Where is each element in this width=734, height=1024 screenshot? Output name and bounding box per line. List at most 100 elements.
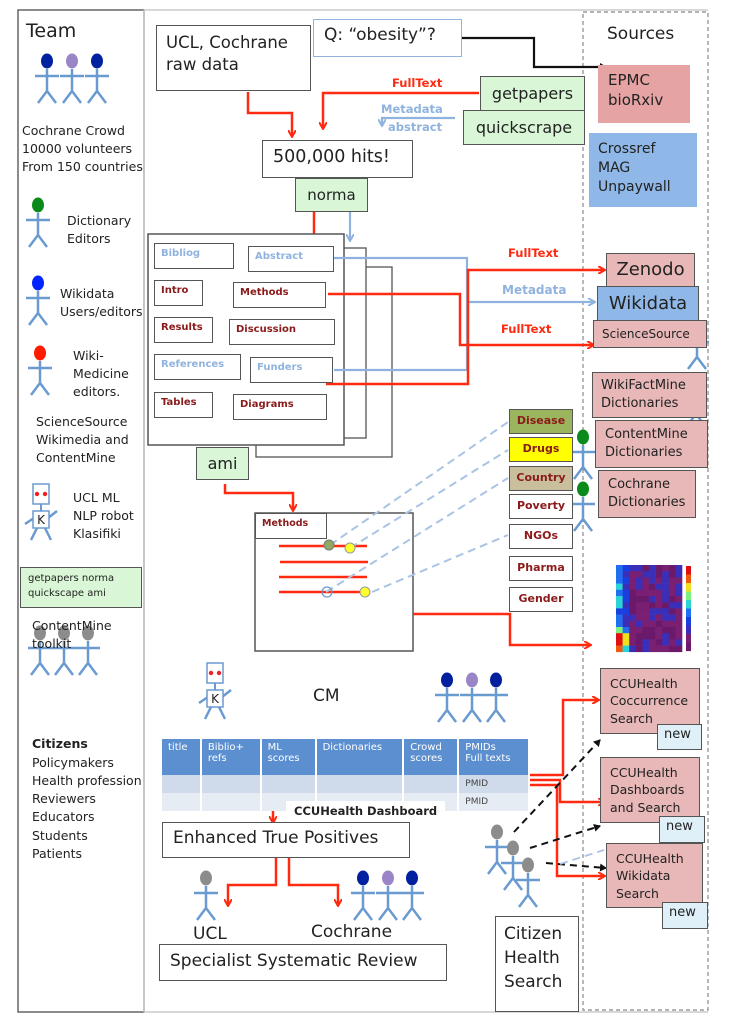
ngos-link	[371, 534, 509, 593]
section-tables[interactable]: Tables	[154, 392, 213, 418]
heatmap-cell	[655, 633, 663, 640]
team-title: Team	[26, 20, 77, 42]
fulltext-label: FullText	[392, 76, 443, 90]
heatmap-cell	[662, 620, 670, 628]
getpapers-tool[interactable]: getpapers	[480, 76, 585, 111]
heatmap-cell	[635, 620, 643, 628]
cochrane-dictionaries[interactable]: Cochrane Dictionaries	[598, 470, 696, 518]
section-methods[interactable]: Methods	[233, 282, 326, 308]
dictionary-ngos[interactable]: NGOs	[509, 524, 573, 549]
heatmap-cell	[675, 571, 683, 578]
zenodo-source[interactable]: Zenodo	[606, 253, 695, 287]
query-box[interactable]: Q: “obesity”?	[313, 19, 462, 57]
heatmap-cell	[649, 589, 656, 597]
heatmap-cell	[668, 565, 676, 572]
sources-title: Sources	[607, 24, 675, 44]
heatmap-cell	[616, 577, 623, 584]
section-abstract[interactable]: Abstract	[248, 246, 334, 272]
rawdata-to-hits-arrow	[246, 92, 292, 136]
heatmap-cell	[635, 589, 643, 597]
cochrane-reviewer-icon	[351, 870, 375, 921]
ami-tool[interactable]: ami	[196, 447, 249, 480]
hits-box: 500,000 hits!	[262, 140, 413, 178]
section-intro[interactable]: Intro	[154, 280, 203, 306]
heatmap-cell	[616, 645, 623, 653]
citizen-person-icon	[501, 840, 525, 891]
cm-crowd-person-icon	[435, 672, 459, 723]
heatmap-colorbar-segment	[686, 566, 691, 575]
dictionary-drugs[interactable]: Drugs	[509, 437, 573, 462]
citizen-health-search-box[interactable]: Citizen Health Search	[495, 916, 579, 1012]
country-link	[325, 477, 509, 593]
heatmap-cell	[616, 589, 623, 597]
toolkit-person-icon	[76, 625, 100, 676]
heatmap-cell	[622, 589, 630, 597]
heatmap-colorbar-segment	[686, 600, 691, 609]
heatmap-cell	[622, 577, 630, 584]
heatmap-cell	[642, 589, 650, 597]
heatmap-cell	[649, 583, 656, 591]
heatmap-cell	[635, 645, 643, 653]
metadata-arrow	[382, 116, 455, 125]
section-bibliog[interactable]: Bibliog	[154, 243, 234, 269]
heatmap-cell	[662, 627, 670, 634]
heatmap-colorbar-segment	[686, 617, 691, 626]
citizens-list: Policymakers Health profession Reviewers…	[32, 755, 142, 861]
heatmap-cell	[668, 589, 676, 597]
ccuhealth-dashboards-search[interactable]: CCUHealth Dashboards and Search	[600, 757, 700, 823]
heatmap-cell	[642, 627, 650, 634]
dictionary-poverty[interactable]: Poverty	[509, 494, 573, 519]
citizens-heading: Citizens	[32, 736, 88, 751]
section-results[interactable]: Results	[154, 317, 213, 343]
heatmap-cell	[616, 639, 623, 646]
heatmap-cell	[616, 633, 623, 640]
heatmap-cell	[662, 596, 670, 603]
cm-title: CM	[313, 686, 340, 706]
heatmap-cell	[616, 620, 623, 628]
section-references[interactable]: References	[154, 354, 241, 380]
heatmap-cell	[668, 602, 676, 609]
dictionary-gender[interactable]: Gender	[509, 587, 573, 612]
heatmap-cell	[622, 565, 630, 572]
citizen-to-cooccurrence-arrow	[513, 739, 601, 833]
heatmap-cell	[668, 614, 676, 622]
heatmap-colorbar-segment	[686, 574, 691, 584]
heatmap-cell	[675, 620, 683, 628]
heatmap-cell	[668, 596, 676, 603]
crossref-source[interactable]: Crossref MAG Unpaywall	[589, 133, 697, 207]
section-diagrams[interactable]: Diagrams	[233, 394, 327, 420]
contentmine-dictionaries[interactable]: ContentMine Dictionaries	[595, 420, 708, 468]
section-discussion[interactable]: Discussion	[229, 319, 335, 345]
heatmap-cell	[642, 620, 650, 628]
heatmap-cell	[675, 602, 683, 609]
heatmap-cell	[635, 577, 643, 584]
norma-tool[interactable]: norma	[295, 178, 368, 212]
robot-text: UCL ML NLP robot Klasifiki	[73, 490, 134, 541]
heatmap-cell	[622, 602, 630, 609]
crowd-person-icon	[85, 53, 109, 104]
heatmap-cell	[668, 627, 676, 634]
wikifactmine-dictionaries[interactable]: WikiFactMine Dictionaries	[592, 372, 707, 418]
cochrane-label: Cochrane	[311, 922, 393, 942]
robot-icon: K	[24, 483, 58, 541]
raw-data-box: UCL, Cochrane raw data	[156, 25, 311, 91]
heatmap-cell	[642, 633, 650, 640]
dictionary-pharma[interactable]: Pharma	[509, 556, 573, 581]
heatmap-cell	[629, 571, 637, 578]
section-funders[interactable]: Funders	[250, 357, 333, 383]
ccuhealth-wikidata-search[interactable]: CCUHealth Wikidata Search	[606, 843, 703, 908]
ccuhealth-cooccurrence-search[interactable]: CCUHealth Coccurrence Search	[600, 668, 700, 734]
wikimedicine-editors-text: Wiki- Medicine editors.	[73, 348, 129, 399]
heatmap-cell	[616, 571, 623, 578]
sciencesource-source[interactable]: ScienceSource	[593, 320, 707, 348]
dictionary-country[interactable]: Country	[509, 466, 573, 491]
heatmap-cell	[655, 627, 663, 634]
quickscrape-tool[interactable]: quickscrape	[463, 110, 585, 145]
dictionary-disease[interactable]: Disease	[509, 409, 573, 434]
heatmap-cell	[668, 577, 676, 584]
wikidata-user-icon	[26, 275, 50, 326]
wikidata-source[interactable]: Wikidata	[597, 286, 699, 321]
epmc-biorxiv-source[interactable]: EPMC bioRxiv	[598, 65, 690, 123]
heatmap-cell	[642, 577, 650, 584]
